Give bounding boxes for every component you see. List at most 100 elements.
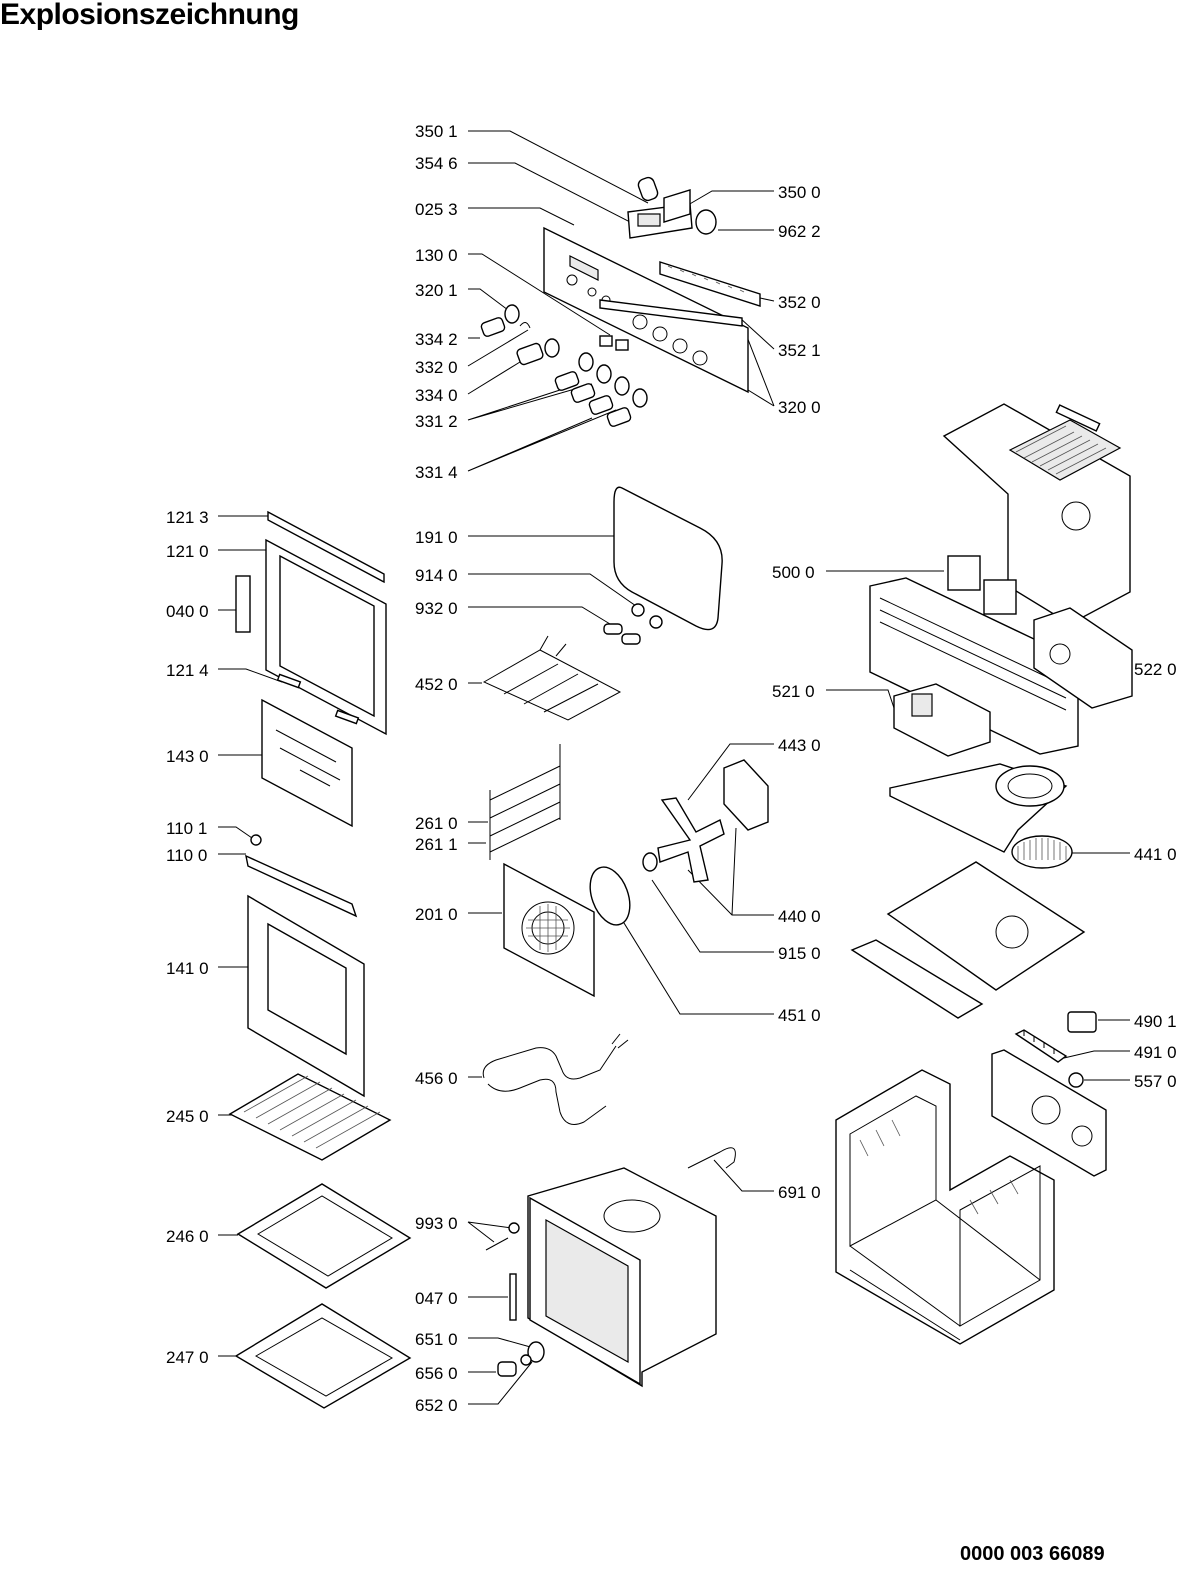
door-glass-143-0 <box>261 698 353 828</box>
leader-121-4 <box>218 668 283 683</box>
label-246-0: 246 0 <box>166 1227 209 1246</box>
bezel <box>632 388 648 408</box>
screw-993-0 <box>508 1222 520 1234</box>
fan-motor <box>911 693 933 717</box>
panel-knob-hole <box>652 326 668 342</box>
leader-332-0 <box>467 329 529 367</box>
oven-cavity-group <box>485 1167 717 1388</box>
module-knob <box>1049 643 1071 665</box>
relay <box>983 579 1017 615</box>
document-number: 0000 003 66089 <box>960 1543 1105 1565</box>
deep-pan-247-0 <box>234 1303 412 1409</box>
label-491-0: 491 0 <box>1134 1043 1177 1062</box>
thermostat-557-0 <box>1068 1072 1084 1088</box>
screw <box>485 1237 509 1251</box>
panel-hole <box>587 287 597 297</box>
label-040-0: 040 0 <box>166 602 209 621</box>
seal-strip-047-0 <box>509 1273 517 1321</box>
leader-691-0 <box>713 1159 774 1192</box>
label-350-1: 350 1 <box>415 122 458 141</box>
rear-panel-201-0 <box>503 862 595 998</box>
tray-inner-edge <box>257 1195 393 1277</box>
knob-cap <box>637 176 659 202</box>
duct-ring-inner <box>1007 773 1053 799</box>
label-352-0: 352 0 <box>778 293 821 312</box>
leader-025-3 <box>468 207 575 226</box>
fan-blade-440-0 <box>657 797 725 883</box>
panel-knob-hole <box>672 338 688 354</box>
casing-details <box>859 1119 1019 1215</box>
panel-hole <box>566 274 578 286</box>
leader-320-1 <box>468 288 509 311</box>
label-914-0: 914 0 <box>415 566 458 585</box>
label-993-0: 993 0 <box>415 1214 458 1233</box>
leader-993-0 <box>467 1221 513 1243</box>
leader-354-6 <box>468 162 637 226</box>
label-350-0: 350 0 <box>778 183 821 202</box>
knob-331-4 <box>588 395 614 415</box>
trim-strip <box>659 261 761 307</box>
lamp-656-0 <box>497 1361 517 1377</box>
label-191-0: 191 0 <box>415 528 458 547</box>
fan-motor-443-0 <box>723 759 769 831</box>
cavity-elements-group <box>482 486 736 1169</box>
oven-gasket-191-0 <box>613 486 723 631</box>
label-691-0: 691 0 <box>778 1183 821 1202</box>
door-hinge-040-0 <box>235 575 251 633</box>
label-245-0: 245 0 <box>166 1107 209 1126</box>
knob-331-2 <box>570 383 596 403</box>
leader-331-2 <box>467 383 593 421</box>
label-334-0: 334 0 <box>415 386 458 405</box>
duct-deflector <box>850 939 984 1019</box>
label-490-1: 490 1 <box>1134 1012 1177 1031</box>
casing-floor <box>849 1199 1041 1341</box>
label-261-1: 261 1 <box>415 835 458 854</box>
air-duct-lower <box>886 861 1086 991</box>
label-441-0: 441 0 <box>1134 845 1177 864</box>
leader-352-1 <box>739 317 775 350</box>
bottom-element-456-0 <box>482 1045 617 1125</box>
side-rails-261-0 <box>489 744 561 860</box>
knob-331-2 <box>554 371 580 391</box>
clip-strip <box>1055 404 1101 432</box>
leader-932-0 <box>468 606 611 625</box>
bezel <box>578 352 594 372</box>
fan-duct-group <box>850 763 1086 1019</box>
grill-element-452-0 <box>482 649 622 721</box>
spring-332-0 <box>519 322 531 329</box>
door-trim-121-4 <box>276 673 302 689</box>
leader-130-0 <box>468 253 611 336</box>
lamp-holder <box>621 633 641 645</box>
label-121-0: 121 0 <box>166 542 209 561</box>
leader-443-0 <box>687 743 774 801</box>
knob-334-0 <box>516 342 544 366</box>
leader-521-0 <box>826 689 897 715</box>
timer-knob <box>695 209 717 235</box>
leader-440-0 <box>687 827 774 916</box>
bezel-320-1 <box>504 304 520 324</box>
leader-914-0 <box>468 573 637 607</box>
label-521-0: 521 0 <box>772 682 815 701</box>
top-housing-group <box>869 403 1133 757</box>
label-451-0: 451 0 <box>778 1006 821 1025</box>
leader-652-0 <box>468 1361 533 1405</box>
label-331-2: 331 2 <box>415 412 458 431</box>
fan-grille-slots <box>526 904 570 952</box>
label-932-0: 932 0 <box>415 599 458 618</box>
outer-door-window <box>267 922 347 1056</box>
relay <box>947 555 981 591</box>
label-141-0: 141 0 <box>166 959 209 978</box>
duct-ring <box>995 765 1065 807</box>
rack-wires <box>243 1075 381 1149</box>
label-320-0: 320 0 <box>778 398 821 417</box>
leader-lines <box>218 130 1130 1405</box>
label-352-1: 352 1 <box>778 341 821 360</box>
inner-door-window <box>279 554 375 718</box>
knob-331-4 <box>606 407 632 427</box>
door-trim <box>334 709 360 725</box>
bezel <box>544 338 560 358</box>
trim-strip-texture <box>667 265 745 293</box>
element-terminals <box>539 635 567 657</box>
duct-opening <box>995 915 1029 949</box>
